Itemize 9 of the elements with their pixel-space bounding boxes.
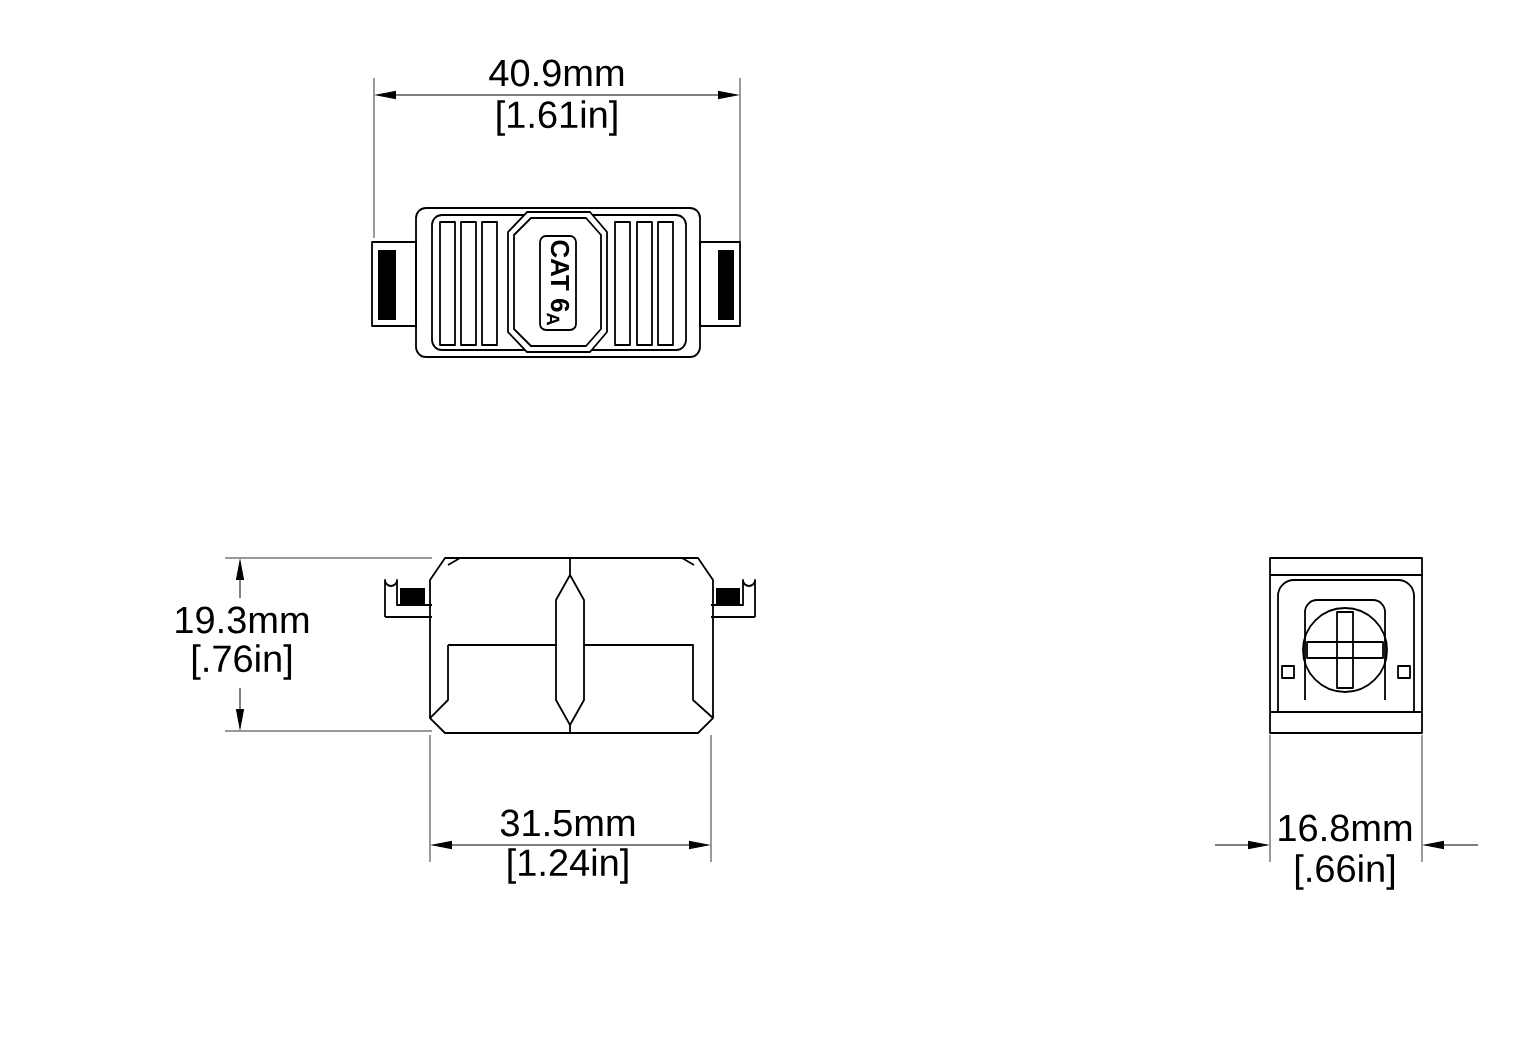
dimension-label: [.66in]: [1295, 854, 1395, 890]
dimension-label: 16.8mm: [1279, 814, 1412, 842]
dimension-label: [.76in]: [192, 644, 292, 680]
dimension-label: [1.61in]: [497, 100, 617, 136]
dimension-label: 19.3mm: [176, 606, 309, 634]
product-marking: CAT 6$_{A}$: [546, 240, 570, 326]
dimension-label: 31.5mm: [500, 809, 635, 837]
dimension-label: 40.9mm: [489, 59, 624, 87]
dimension-label: [1.24in]: [508, 848, 628, 884]
